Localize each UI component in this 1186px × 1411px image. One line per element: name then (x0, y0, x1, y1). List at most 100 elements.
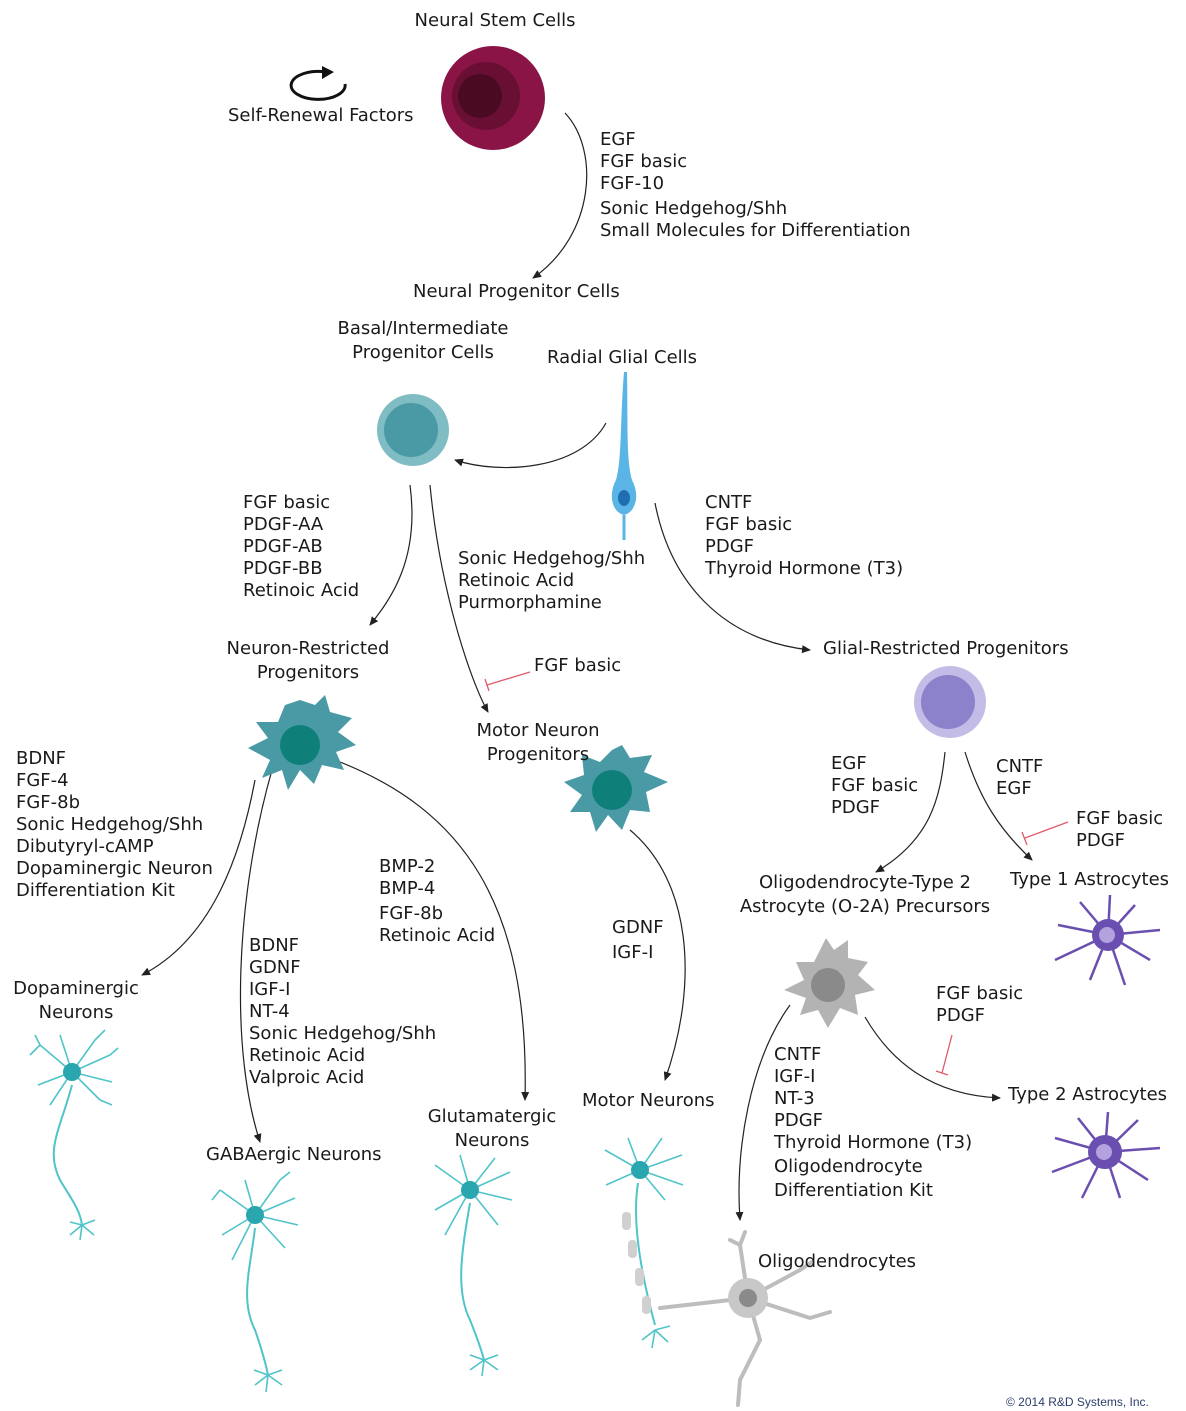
factor-item: PDGF (1076, 830, 1126, 851)
arrow-glial-to-o2a (875, 751, 946, 873)
type1-factor-list: CNTF EGF (996, 756, 1043, 800)
factor-item: Valproic Acid (249, 1067, 365, 1088)
motor-progenitor-factor-list: Sonic Hedgehog/Shh Retinoic Acid Purmorp… (458, 548, 645, 614)
factor-item: Sonic Hedgehog/Shh (16, 814, 204, 835)
arrow-stem-to-progenitor (532, 112, 588, 279)
oligodendrocyte-factor-list: CNTF IGF-I NT-3 PDGF Thyroid Hormone (T3… (774, 1044, 972, 1202)
o2a-line2: Astrocyte (O-2A) Precursors (739, 896, 991, 917)
type1-astrocyte-cell (1054, 894, 1161, 986)
factor-item: PDGF (831, 797, 881, 818)
type2-astrocyte-cell (1051, 1111, 1161, 1199)
arrow-to-motor-neurons (629, 829, 686, 1081)
factor-item: Purmorphamine (458, 592, 602, 613)
factor-item: IGF-I (249, 979, 291, 1000)
factor-item: PDGF (774, 1110, 824, 1131)
factor-item: FGF basic (600, 151, 688, 172)
factor-item: FGF basic (705, 514, 793, 535)
factor-item: GDNF (249, 957, 301, 978)
factor-item: PDGF (936, 1005, 986, 1026)
dopaminergic-line2: Neurons (38, 1002, 114, 1023)
gabaergic-neuron-cell (211, 1171, 299, 1393)
factor-item: NT-4 (249, 1001, 290, 1022)
factor-item: Oligodendrocyte (774, 1156, 923, 1177)
basal-label-line2: Progenitor Cells (352, 342, 494, 363)
oligodendrocytes-label: Oligodendrocytes (758, 1251, 917, 1272)
neural-stem-cell (441, 46, 545, 150)
motor-neuron-factor-list: GDNF IGF-I (612, 917, 664, 964)
factor-item: Retinoic Acid (249, 1045, 366, 1066)
inhibit-type2-line (935, 1034, 953, 1076)
inhibit-type2-list: FGF basic PDGF (936, 983, 1023, 1027)
inhibit-motor-line (484, 671, 531, 692)
factor-item: PDGF-AA (243, 514, 324, 535)
factor-item: BDNF (249, 935, 300, 956)
arrow-radial-to-basal (454, 422, 607, 469)
motor-progenitor-line1: Motor Neuron (476, 720, 600, 741)
glial-restricted-label: Glial-Restricted Progenitors (823, 638, 1069, 659)
o2a-precursor-cell (784, 938, 875, 1028)
basal-progenitor-cell (377, 394, 449, 466)
factor-item: EGF (831, 753, 867, 774)
neuron-restricted-line1: Neuron-Restricted (226, 638, 390, 659)
arrow-radial-to-glial (654, 502, 811, 654)
glutamatergic-factor-list: BMP-2 BMP-4 FGF-8b Retinoic Acid (379, 856, 495, 947)
self-renewal-icon (289, 66, 347, 101)
neuron-restricted-progenitor-cell (248, 695, 356, 790)
neuron-restricted-label: Neuron-Restricted Progenitors (208, 638, 408, 684)
factor-item: Dibutyryl-cAMP (16, 836, 154, 857)
motor-neurons-label: Motor Neurons (582, 1090, 715, 1111)
factor-item: FGF basic (243, 492, 331, 513)
glutamatergic-line2: Neurons (454, 1130, 530, 1151)
type2-astrocytes-label: Type 2 Astrocytes (1008, 1084, 1168, 1105)
arrow-to-gabaergic (239, 769, 273, 1143)
factor-item: Retinoic Acid (379, 925, 496, 946)
factor-item: BMP-2 (379, 856, 436, 877)
factor-item: FGF-8b (379, 903, 444, 924)
factor-item: GDNF (612, 917, 664, 938)
arrow-basal-to-neuron-restricted (369, 484, 413, 626)
inhibit-type1-line (1021, 821, 1069, 846)
basal-label-line1: Basal/Intermediate (337, 318, 509, 339)
copyright-text: © 2014 R&D Systems, Inc. (1006, 1395, 1149, 1409)
oligodendrocyte-cell (658, 1230, 832, 1407)
myelin-sheath (622, 1212, 651, 1314)
radial-glial-cell (611, 372, 637, 540)
arrow-to-dopaminergic (141, 779, 256, 976)
basal-progenitor-label: Basal/Intermediate Progenitor Cells (318, 318, 528, 364)
factor-item: PDGF-AB (243, 536, 323, 557)
inhibit-type1-list: FGF basic PDGF (1076, 808, 1163, 852)
neural-stem-cells-label: Neural Stem Cells (414, 10, 576, 31)
motor-progenitor-label: Motor Neuron Progenitors (448, 720, 628, 766)
factor-item: EGF (600, 129, 636, 150)
factor-item: Thyroid Hormone (T3) (774, 1132, 973, 1153)
gabaergic-label: GABAergic Neurons (206, 1144, 382, 1165)
motor-progenitor-cell (564, 745, 668, 832)
factor-item: Dopaminergic Neuron (16, 858, 213, 879)
self-renewal-label: Self-Renewal Factors (228, 105, 414, 126)
factor-item: Retinoic Acid (458, 570, 575, 591)
glutamatergic-line1: Glutamatergic (427, 1106, 557, 1127)
o2a-factor-list: EGF FGF basic PDGF (831, 753, 918, 819)
factor-item: Sonic Hedgehog/Shh (600, 198, 788, 219)
glutamatergic-neuron-cell (434, 1154, 513, 1377)
factor-item: Retinoic Acid (243, 580, 360, 601)
inhibit-motor-label: FGF basic (534, 655, 622, 676)
factor-item: EGF (996, 778, 1032, 799)
factor-item: FGF-8b (16, 792, 81, 813)
dopaminergic-neuron-cell (29, 1029, 119, 1241)
arrow-o2a-to-type2 (864, 1016, 1001, 1102)
dopaminergic-line1: Dopaminergic (13, 978, 139, 999)
glial-restricted-factor-list: CNTF FGF basic PDGF Thyroid Hormone (T3) (705, 492, 903, 580)
glutamatergic-label: Glutamatergic Neurons (412, 1106, 572, 1152)
radial-glial-label: Radial Glial Cells (547, 347, 698, 368)
factor-item: IGF-I (774, 1066, 816, 1087)
arrow-to-glutamatergic (339, 761, 530, 1101)
factor-item: Sonic Hedgehog/Shh (249, 1023, 437, 1044)
factor-item: CNTF (996, 756, 1044, 777)
arrow-glial-to-type1 (964, 751, 1033, 861)
factor-item: Differentiation Kit (16, 880, 175, 901)
factor-item: FGF-4 (16, 770, 69, 791)
gabaergic-factor-list: BDNF GDNF IGF-I NT-4 Sonic Hedgehog/Shh … (249, 935, 436, 1089)
neural-progenitor-label: Neural Progenitor Cells (413, 281, 620, 302)
